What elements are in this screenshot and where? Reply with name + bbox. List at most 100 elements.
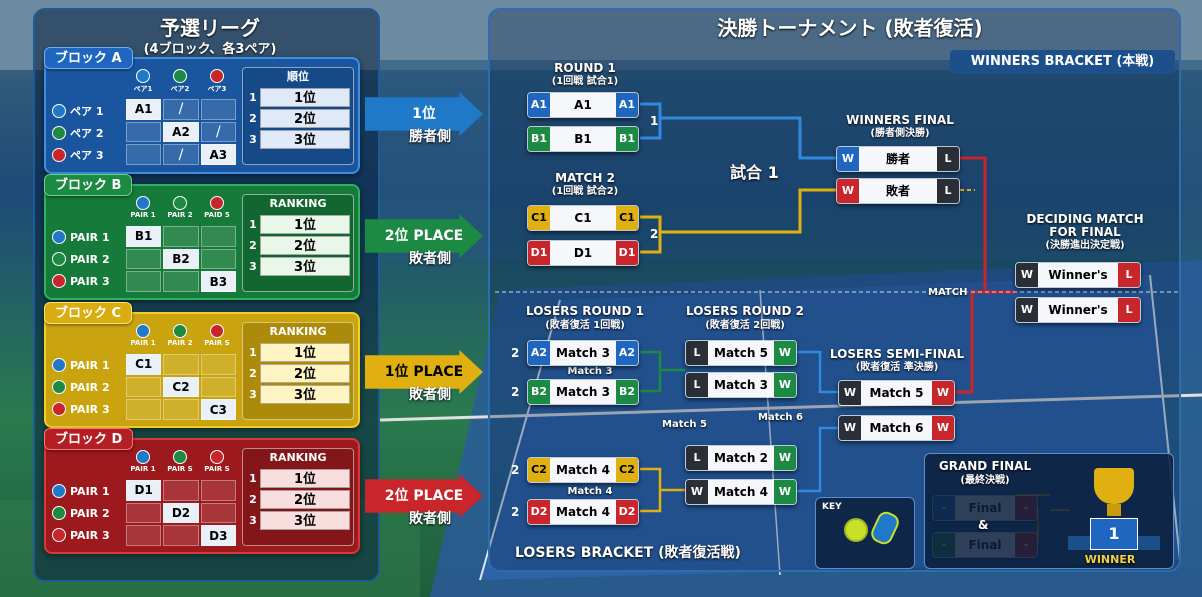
podium-third — [1138, 536, 1160, 550]
column-label: PAID 5 — [204, 211, 230, 219]
ranking-number: 3 — [249, 514, 257, 527]
losers-round2-title: LOSERS ROUND 2 — [685, 304, 805, 318]
losers-round1-title: LOSERS ROUND 1 — [525, 304, 645, 318]
match-name: Match 2 — [708, 446, 774, 470]
pickleball-icon — [844, 518, 868, 542]
column-header: PAIR 2 — [163, 324, 197, 347]
player-icon — [52, 252, 66, 266]
losers-round2-sub: (敗者復活 2回戦) — [705, 320, 785, 331]
column-label: PAIR 2 — [167, 339, 193, 347]
advance-arrow: 2位 PLACE — [365, 474, 483, 518]
grid-cell — [200, 226, 236, 247]
column-label: PAIR 2 — [167, 211, 193, 219]
ranking-header: RANKING — [269, 197, 327, 210]
seed-right: L — [1118, 263, 1140, 287]
qualifying-subtitle: (4ブロック、各3ペア) — [143, 42, 277, 57]
deciding-title-2: FOR FINAL — [1049, 225, 1121, 239]
match-name: Match 5 — [861, 381, 932, 405]
match-number-1: 1 — [650, 114, 659, 128]
ranking-value: 2位 — [260, 109, 350, 128]
advance-sub: 勝者側 — [409, 129, 451, 145]
player-icon — [136, 324, 150, 338]
advance-sub: 敗者側 — [409, 251, 451, 267]
seed-right: C2 — [616, 458, 638, 482]
grid-cell — [200, 480, 236, 501]
seed-left: L — [686, 373, 708, 397]
match5-caption: Match 5 — [662, 419, 707, 430]
seed-count: 2 — [511, 505, 520, 519]
match-grid: A1/A2//A3 — [126, 99, 236, 165]
shiai-1-label: 試合 1 — [730, 163, 779, 182]
grid-cell: B1 — [126, 226, 162, 247]
podium-first: 1 — [1090, 518, 1138, 550]
deciding-title-1: DECIDING MATCH — [1026, 212, 1144, 226]
losers-semi-title: LOSERS SEMI-FINAL — [829, 347, 965, 361]
player-icon — [173, 450, 187, 464]
column-header: ペア2 — [163, 69, 197, 94]
paddle-icon — [868, 508, 902, 548]
seed-right: W — [774, 373, 796, 397]
block-tag: ブロック A — [44, 47, 133, 69]
row-label-text: PAIR 1 — [70, 230, 110, 244]
match3-caption: Match 3 — [567, 366, 613, 377]
grid-cell — [200, 376, 236, 398]
ranking-value: 2位 — [260, 490, 350, 509]
column-header: PAID 5 — [200, 196, 234, 219]
row-label-text: ペア 1 — [70, 105, 104, 118]
player-icon — [136, 450, 150, 464]
ranking-value: 1位 — [260, 88, 350, 107]
ranking-value: 3位 — [260, 257, 350, 276]
grid-cell — [126, 502, 162, 524]
grid-cell: D2 — [163, 502, 199, 524]
trophy-stem — [1107, 504, 1121, 516]
column-label: ペア3 — [207, 85, 227, 93]
deciding-sub: (決勝進出決定戦) — [1045, 240, 1125, 251]
round1-title: ROUND 1 — [554, 61, 616, 75]
player-icon — [210, 450, 224, 464]
winners-final-sub: (勝者側決勝) — [870, 128, 930, 139]
grid-cell: / — [200, 121, 236, 143]
grid-cell: / — [163, 99, 199, 120]
row-label: ペア 3 — [52, 147, 103, 163]
row-label: PAIR 2 — [52, 252, 110, 266]
seed-left: W — [1016, 298, 1038, 322]
column-header: PAIR 1 — [126, 324, 160, 347]
grid-cell — [163, 354, 199, 375]
row-label-text: ペア 3 — [70, 149, 104, 162]
match-name: Match 6 — [861, 416, 932, 440]
column-header: PAIR S — [200, 450, 234, 473]
seed-right: L — [937, 147, 959, 171]
row-label: ペア 2 — [52, 125, 103, 141]
advance-sub: 敗者側 — [409, 387, 451, 403]
row-label: PAIR 1 — [52, 358, 110, 372]
seed-left: C2 — [528, 458, 550, 482]
tournament-title: 決勝トーナメント (敗者復活) — [717, 16, 983, 40]
advance-sub: 敗者側 — [409, 511, 451, 527]
grand-final-sub: (最終決戦) — [960, 475, 1010, 486]
row-label: PAIR 3 — [52, 402, 110, 416]
seed-left: B2 — [528, 380, 550, 404]
column-label: PAIR 1 — [130, 211, 156, 219]
match-name: B1 — [550, 127, 616, 151]
ranking-value: 2位 — [260, 364, 350, 383]
grid-cell — [126, 271, 162, 292]
seed-right: W — [774, 341, 796, 365]
ranking-value: 1位 — [260, 343, 350, 362]
grid-cell: D3 — [200, 525, 236, 546]
seed-right: W — [932, 416, 954, 440]
grid-cell — [163, 226, 199, 247]
player-icon — [52, 528, 66, 542]
ranking-number: 2 — [249, 239, 257, 252]
